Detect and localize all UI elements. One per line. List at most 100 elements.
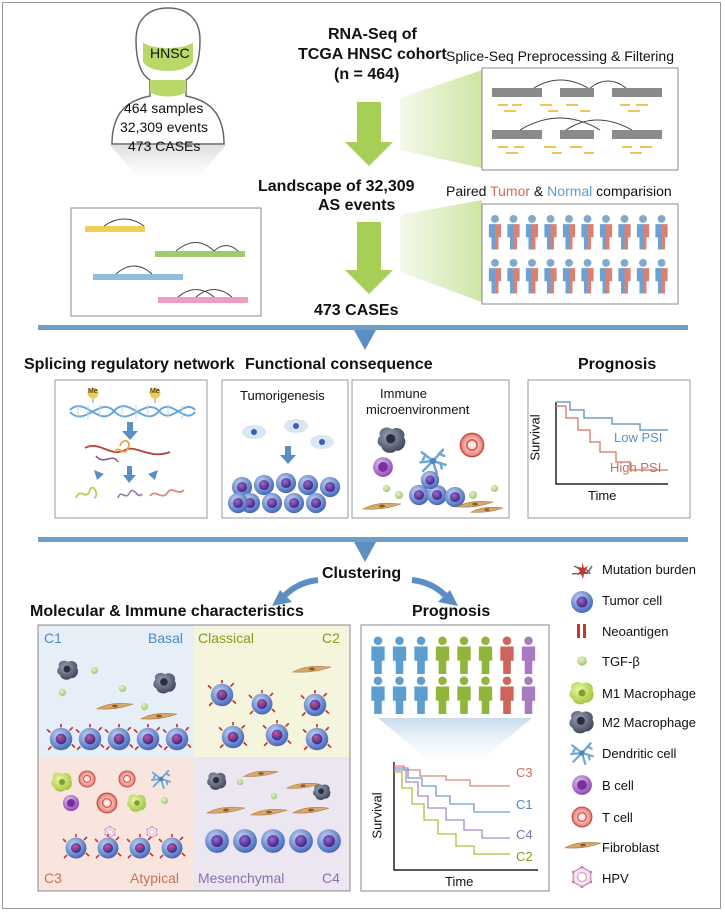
psi-survival-axis: Survival bbox=[527, 414, 543, 461]
tumor-cell bbox=[261, 829, 285, 853]
curve-label-c2: C2 bbox=[516, 849, 533, 864]
m2-macrophage-icon bbox=[569, 711, 594, 734]
legend-label: M2 Macrophage bbox=[602, 715, 696, 730]
tumor-cell bbox=[317, 829, 341, 853]
cluster-prognosis-box bbox=[360, 624, 550, 892]
tumor-cell bbox=[253, 474, 275, 496]
cluster-survival-axis: Survival bbox=[369, 792, 385, 839]
green-arrows bbox=[345, 102, 393, 294]
psi-survival-plot bbox=[555, 401, 668, 485]
paired-prefix: Paired bbox=[446, 183, 491, 199]
low-psi-label: Low PSI bbox=[614, 430, 663, 445]
immune-label-1: Immune bbox=[380, 386, 427, 401]
tumor-cell bbox=[227, 492, 249, 514]
landscape-title-2: AS events bbox=[318, 197, 396, 214]
mutation-burden-icon bbox=[571, 562, 593, 579]
paired-mid: & bbox=[530, 183, 548, 199]
cases-heading: 473 CASEs bbox=[314, 302, 399, 319]
samples-count: 464 samples bbox=[124, 100, 204, 116]
network-title: Splicing regulatory network bbox=[24, 356, 235, 373]
m1-macrophage-icon bbox=[569, 682, 594, 705]
high-psi-label: High PSI bbox=[610, 460, 662, 475]
rnaseq-title-1: RNA-Seq of bbox=[328, 26, 417, 43]
psi-time-axis: Time bbox=[588, 488, 617, 503]
legend-icons bbox=[564, 562, 602, 888]
legend-label: Neoantigen bbox=[602, 624, 669, 639]
down-arrow-2 bbox=[354, 542, 376, 562]
prognosis-title-mid: Prognosis bbox=[578, 356, 657, 373]
tumor-cell bbox=[233, 829, 257, 853]
me-label-1: Me bbox=[88, 388, 98, 395]
b-cell-icon bbox=[572, 775, 592, 795]
person-label: HNSC bbox=[150, 45, 190, 61]
classical-label: Classical bbox=[198, 630, 255, 646]
c4-label: C4 bbox=[322, 870, 340, 886]
down-arrow-1 bbox=[354, 330, 376, 350]
tgf-beta-icon bbox=[577, 656, 587, 666]
cluster-time-axis: Time bbox=[445, 874, 474, 889]
spliceseq-box bbox=[481, 67, 679, 171]
paired-beam bbox=[400, 200, 482, 302]
patient-beam bbox=[110, 145, 226, 175]
t-cell-icon bbox=[571, 806, 593, 828]
legend-label: Fibroblast bbox=[602, 840, 660, 855]
paired-label: Paired Tumor & Normal comparision bbox=[446, 183, 672, 199]
rnaseq-title-2: TCGA HNSC cohort bbox=[298, 46, 447, 63]
molecular-title: Molecular & Immune characteristics bbox=[30, 603, 304, 620]
clustering-arrow-left bbox=[279, 577, 319, 601]
immune-label-2: microenvironment bbox=[366, 402, 470, 417]
paired-normal: Normal bbox=[547, 183, 593, 199]
mesenchymal-label: Mesenchymal bbox=[198, 870, 285, 886]
cluster-beam bbox=[378, 718, 532, 756]
tumorigenesis-label: Tumorigenesis bbox=[240, 388, 325, 403]
tumor-cell-icon bbox=[571, 591, 593, 613]
cases-count: 473 CASEs bbox=[128, 138, 201, 154]
patient-figure bbox=[111, 7, 225, 145]
legend-label: TGF-β bbox=[602, 654, 640, 669]
curve-label-c1: C1 bbox=[516, 797, 533, 812]
me-label-2: Me bbox=[150, 388, 160, 395]
spliceseq-reads bbox=[492, 79, 662, 154]
as-event-exons bbox=[85, 218, 248, 303]
dna-network-art bbox=[69, 387, 196, 499]
legend-label: Tumor cell bbox=[602, 593, 663, 608]
cluster-survival-plot bbox=[393, 762, 538, 871]
tumorigenesis-art bbox=[242, 419, 334, 464]
hpv-icon bbox=[571, 866, 593, 888]
legend-label: Dendritic cell bbox=[602, 746, 677, 761]
legend-label: T cell bbox=[602, 810, 633, 825]
c2-label: C2 bbox=[322, 630, 340, 646]
c1-label: C1 bbox=[44, 630, 62, 646]
spliceseq-beam bbox=[400, 70, 482, 168]
c4-tumor-row bbox=[205, 829, 341, 853]
tumor-cell bbox=[261, 492, 283, 514]
atypical-label: Atypical bbox=[130, 870, 180, 886]
tumor-cell bbox=[205, 829, 229, 853]
paired-tumor: Tumor bbox=[490, 183, 531, 199]
fibroblast-icon bbox=[564, 841, 602, 849]
dendritic-cell-icon bbox=[570, 742, 594, 765]
basal-label: Basal bbox=[148, 630, 184, 646]
paired-suffix: comparision bbox=[592, 183, 672, 199]
tumor-cell bbox=[305, 492, 327, 514]
legend-label: Mutation burden bbox=[602, 562, 696, 577]
legend-label: B cell bbox=[602, 778, 634, 793]
rnaseq-title-3: (n = 464) bbox=[334, 66, 400, 83]
tumor-cell bbox=[319, 476, 341, 498]
spliceseq-label: Splice-Seq Preprocessing & Filtering bbox=[446, 48, 674, 64]
clustering-arrow-right bbox=[411, 577, 451, 601]
tumor-cell bbox=[283, 492, 305, 514]
functional-title: Functional consequence bbox=[245, 356, 433, 373]
clustering-label: Clustering bbox=[322, 565, 402, 582]
tumor-cell bbox=[289, 829, 313, 853]
c3-label: C3 bbox=[44, 870, 62, 886]
prognosis-title-bottom: Prognosis bbox=[412, 603, 491, 620]
divider-bar-1 bbox=[38, 325, 688, 330]
divider-bar-2 bbox=[38, 537, 688, 542]
molecular-box bbox=[37, 624, 351, 892]
curve-label-c4: C4 bbox=[516, 827, 533, 842]
prognosis-psi-box bbox=[527, 379, 691, 519]
legend-label: M1 Macrophage bbox=[602, 686, 696, 701]
landscape-title-1: Landscape of 32,309 bbox=[258, 178, 415, 195]
